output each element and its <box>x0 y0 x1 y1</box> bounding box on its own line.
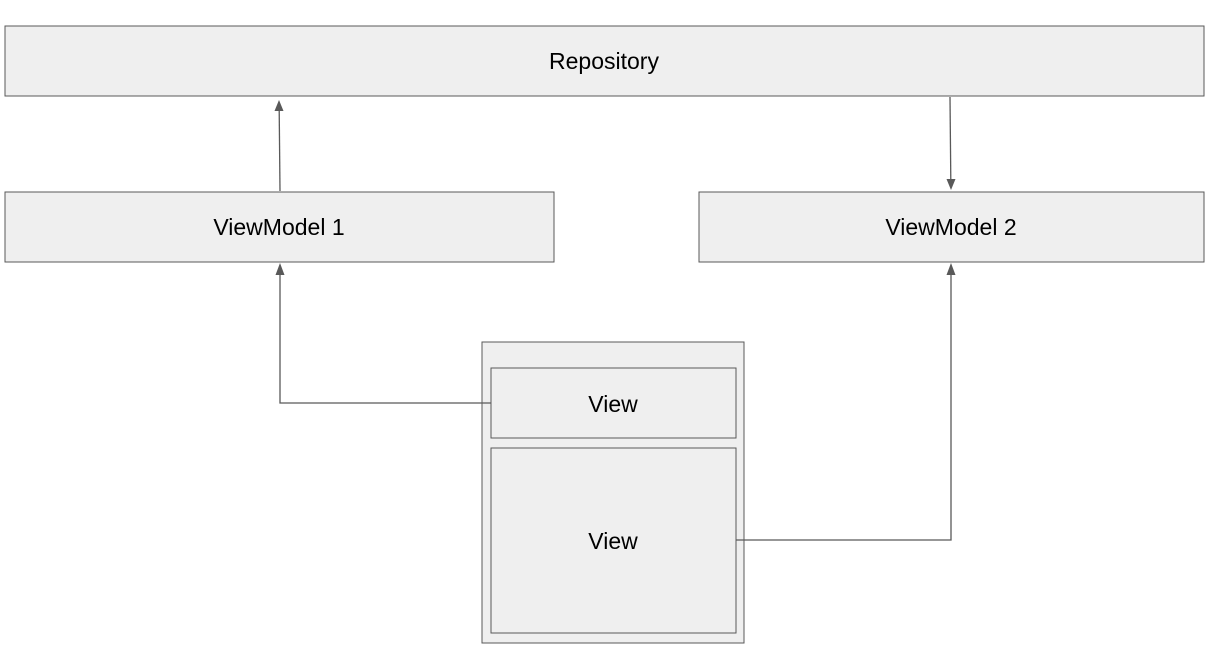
view-bottom-node: View <box>490 447 737 634</box>
edge-line <box>736 274 952 541</box>
viewmodel-1-box <box>4 191 555 263</box>
repository-box <box>4 25 1205 97</box>
viewmodel-2-box <box>698 191 1205 263</box>
view-bottom-label: View <box>588 528 638 554</box>
viewmodel-1-node: ViewModel 1 <box>4 191 555 263</box>
view-top-box <box>490 367 737 439</box>
arrowhead-icon <box>946 179 956 190</box>
repository-label: Repository <box>549 48 659 74</box>
edge-line <box>278 109 281 192</box>
edge-line <box>279 274 491 404</box>
viewmodel-2-label: ViewModel 2 <box>885 214 1016 240</box>
edge-line <box>949 96 952 181</box>
edge-viewmodel-1-to-repository <box>274 100 284 192</box>
viewmodel-2-node: ViewModel 2 <box>698 191 1205 263</box>
edge-view-bottom-to-viewmodel-2 <box>736 263 956 541</box>
arrowhead-icon <box>274 100 284 111</box>
edge-view-top-to-viewmodel-1 <box>275 263 491 404</box>
view-top-node: View <box>490 367 737 439</box>
view-bottom-box <box>490 447 737 634</box>
viewmodel-1-label: ViewModel 1 <box>213 214 344 240</box>
repository-node: Repository <box>4 25 1205 97</box>
arrowhead-icon <box>946 263 956 275</box>
view-top-label: View <box>588 391 638 417</box>
edge-repository-to-viewmodel-2 <box>946 96 956 190</box>
arrowhead-icon <box>275 263 285 275</box>
